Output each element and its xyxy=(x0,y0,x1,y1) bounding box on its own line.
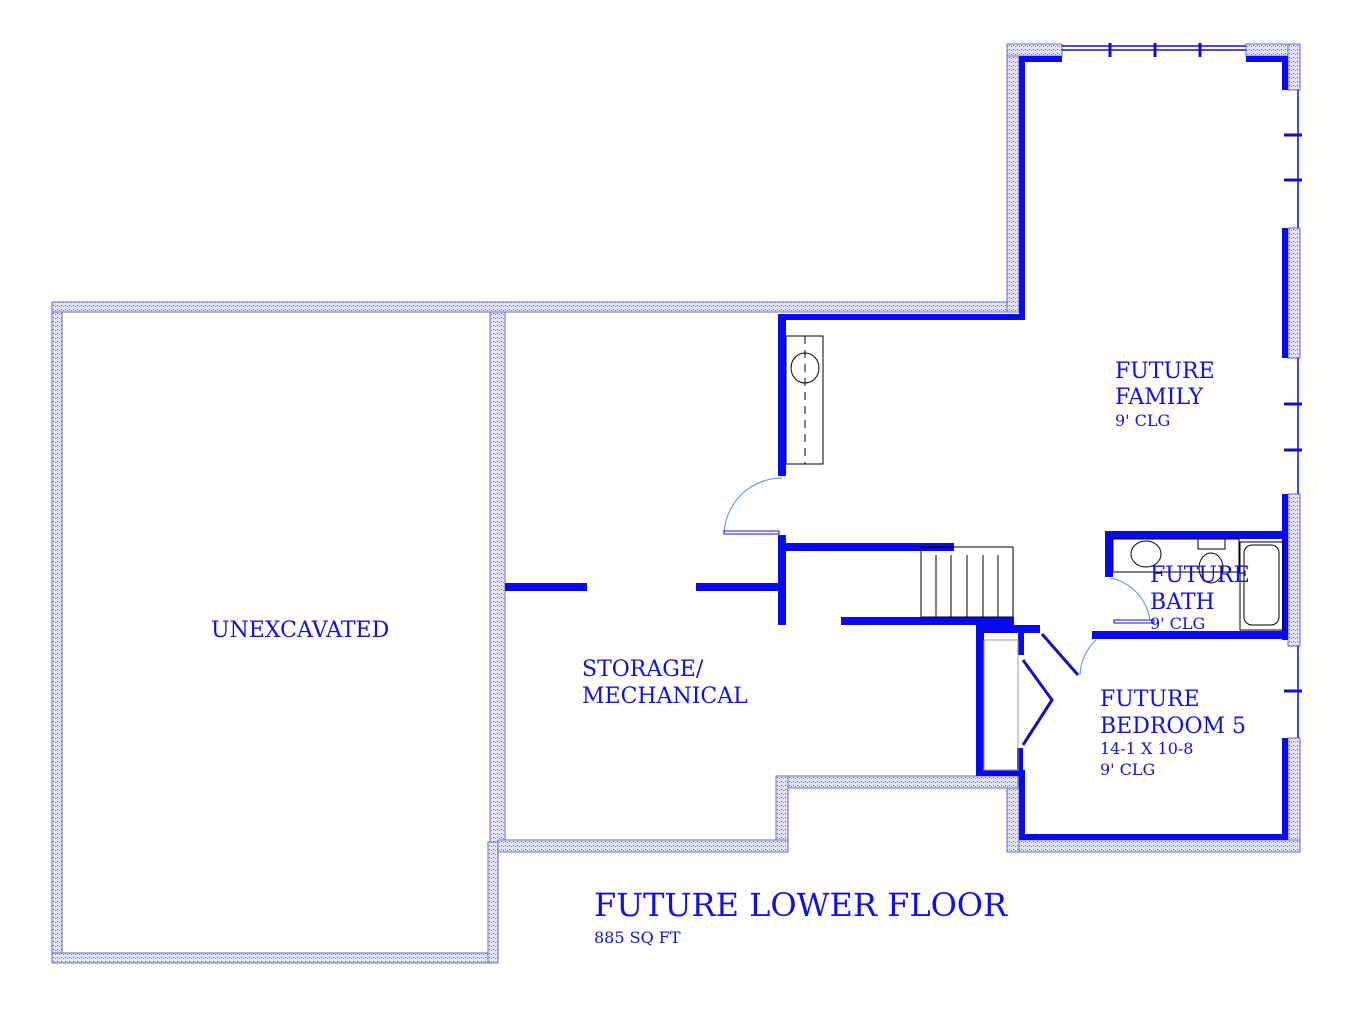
room-ceiling: 9' CLG xyxy=(1150,614,1205,633)
closet-shelf xyxy=(983,639,1019,771)
windows xyxy=(1062,43,1302,738)
room-name-line2: MECHANICAL xyxy=(582,684,748,709)
door-swing-storage xyxy=(723,477,783,535)
foundation-walls xyxy=(51,43,1301,964)
doors xyxy=(723,477,1155,746)
plan-title: FUTURE LOWER FLOOR xyxy=(594,886,1008,924)
toilet-icon xyxy=(1198,552,1224,584)
room-future-bath: FUTURE BATH 9' CLG xyxy=(1150,563,1250,633)
interior-walls xyxy=(505,56,1288,840)
room-size: 14-1 X 10-8 xyxy=(1100,739,1193,758)
room-future-bedroom-5: FUTURE BEDROOM 5 14-1 X 10-8 9' CLG xyxy=(1100,687,1246,779)
stairs-icon xyxy=(920,546,1014,618)
room-name-line1: FUTURE xyxy=(1100,687,1200,712)
fixtures xyxy=(785,335,1284,771)
door-swing-bedroom xyxy=(1079,639,1097,676)
room-name-line1: FUTURE xyxy=(1115,359,1215,384)
room-unexcavated: UNEXCAVATED xyxy=(211,618,389,643)
room-storage-mechanical: STORAGE/ MECHANICAL xyxy=(582,657,748,709)
room-name-line2: FAMILY xyxy=(1115,385,1204,410)
plan-area: 885 SQ FT xyxy=(594,928,681,947)
room-name-line2: BATH xyxy=(1150,590,1215,615)
room-name-line1: FUTURE xyxy=(1150,563,1250,588)
room-ceiling: 9' CLG xyxy=(1115,411,1170,430)
room-name-line1: STORAGE/ xyxy=(582,657,704,682)
room-name: UNEXCAVATED xyxy=(211,618,389,643)
door-swing-bath xyxy=(1109,577,1151,621)
room-name-line2: BEDROOM 5 xyxy=(1100,714,1246,739)
bathtub-icon xyxy=(1239,541,1284,631)
bath-sink-icon xyxy=(1130,540,1162,568)
toilet-tank xyxy=(1197,538,1226,550)
closet-bifold-door xyxy=(1021,659,1054,746)
room-ceiling: 9' CLG xyxy=(1100,760,1155,779)
room-future-family: FUTURE FAMILY 9' CLG xyxy=(1115,359,1215,430)
